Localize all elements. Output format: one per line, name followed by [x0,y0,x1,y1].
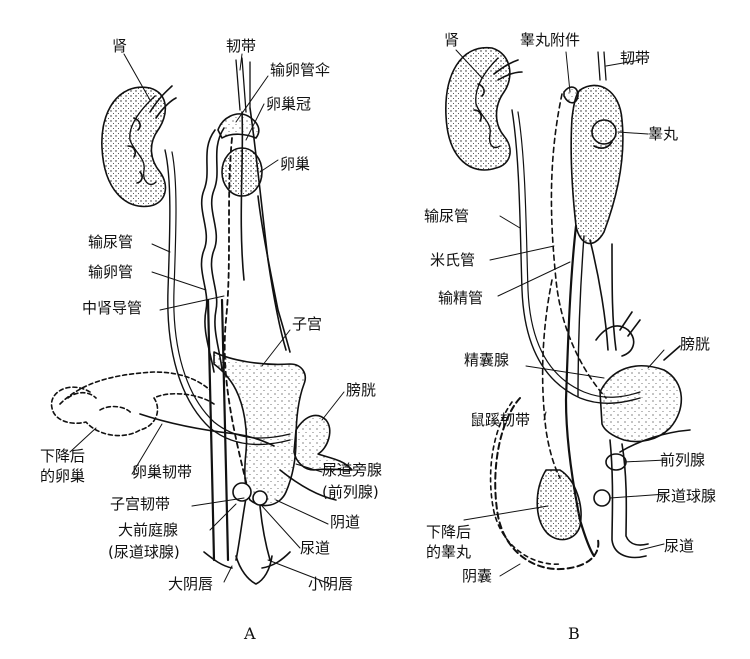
label-urethra-b: 尿道 [664,537,695,555]
label-vas-deferens-b: 输精管 [438,289,484,307]
labia-minora-a [235,555,273,585]
ureter-b [511,109,641,404]
label-appendix-testis-b: 睾丸附件 [520,31,581,49]
label-descended-ovary-a-line1: 下降后 [40,447,86,465]
label-vestibular-gland-a-line1: 大前庭腺 [118,521,179,539]
label-ovarian-ligament-a: 卵巢韧带 [132,463,193,481]
vestibular-gland-a [232,482,252,502]
scrotum-b [494,397,600,571]
ligament-a [235,57,251,113]
label-oviduct-a: 输卵管 [88,263,134,281]
label-paraurethral-gland-a-line1: 尿道旁腺 [322,461,383,479]
ureter-a [164,149,291,446]
uterus-a [213,351,306,507]
label-paraurethral-gland-a-line2: (前列腺) [322,483,379,501]
label-ligament-b: 韧带 [620,49,651,67]
labia-majora-a [203,551,291,569]
label-kidney-b: 肾 [444,31,460,49]
mullerian-duct-b [550,93,607,399]
label-kidney-a: 肾 [112,37,128,55]
urethra-b [609,439,649,559]
label-seminal-vesicle-b: 精囊腺 [464,351,510,369]
caption-a: A [244,624,256,643]
label-testis-b: 睾丸 [648,125,679,143]
oviduct-a [200,129,216,373]
label-ovary-a: 卵巢 [280,155,311,173]
ligament-b [597,51,607,81]
label-bladder-b: 膀胱 [680,335,711,353]
label-ureter-b: 输尿管 [424,207,470,225]
label-uterine-ligament-a: 子宫韧带 [110,495,171,513]
label-mullerian-duct-b: 米氏管 [430,251,476,269]
bladder-a [293,414,353,471]
ovarian-ligament-a [139,413,275,447]
label-gubernaculum-b: 鼠蹊韧带 [470,411,531,429]
label-ovary-crown-a: 卵巢冠 [266,95,312,113]
caption-b: B [568,624,580,643]
gubernaculum-b [541,279,561,479]
label-oviduct-funnel-a: 输卵管伞 [270,61,331,79]
descended-ovary-a [50,386,215,437]
bulbourethral-gland-b [593,489,611,507]
label-bladder-a: 膀胱 [346,381,377,399]
label-vagina-a: 阴道 [330,513,361,531]
bladder-b [599,365,683,443]
label-scrotum-b: 阴囊 [462,567,493,585]
label-descended-ovary-a-line2: 的卵巢 [40,467,86,485]
label-descended-testis-b-line1: 下降后 [426,523,472,541]
label-urethra-a: 尿道 [300,539,331,557]
label-descended-testis-b-line2: 的睾丸 [426,543,472,561]
label-labia-minora-a: 小阴唇 [308,575,354,593]
label-vestibular-gland-a-line2: (尿道球腺) [108,543,180,561]
seminal-vesicle-b [595,325,635,357]
label-bulbourethral-gland-b: 尿道球腺 [656,487,717,505]
label-prostate-b: 前列腺 [660,451,706,469]
descended-testis-b [536,469,582,541]
mesonephric-duct-a [223,137,249,491]
label-mesonephric-duct-a: 中肾导管 [82,299,143,317]
vas-deferens-b [564,224,596,558]
label-labia-majora-a: 大阴唇 [168,575,214,593]
label-uterus-a: 子宫 [292,315,323,333]
label-ligament-a: 韧带 [226,37,257,55]
label-ureter-a: 输尿管 [88,233,134,251]
testis-b [570,84,624,245]
